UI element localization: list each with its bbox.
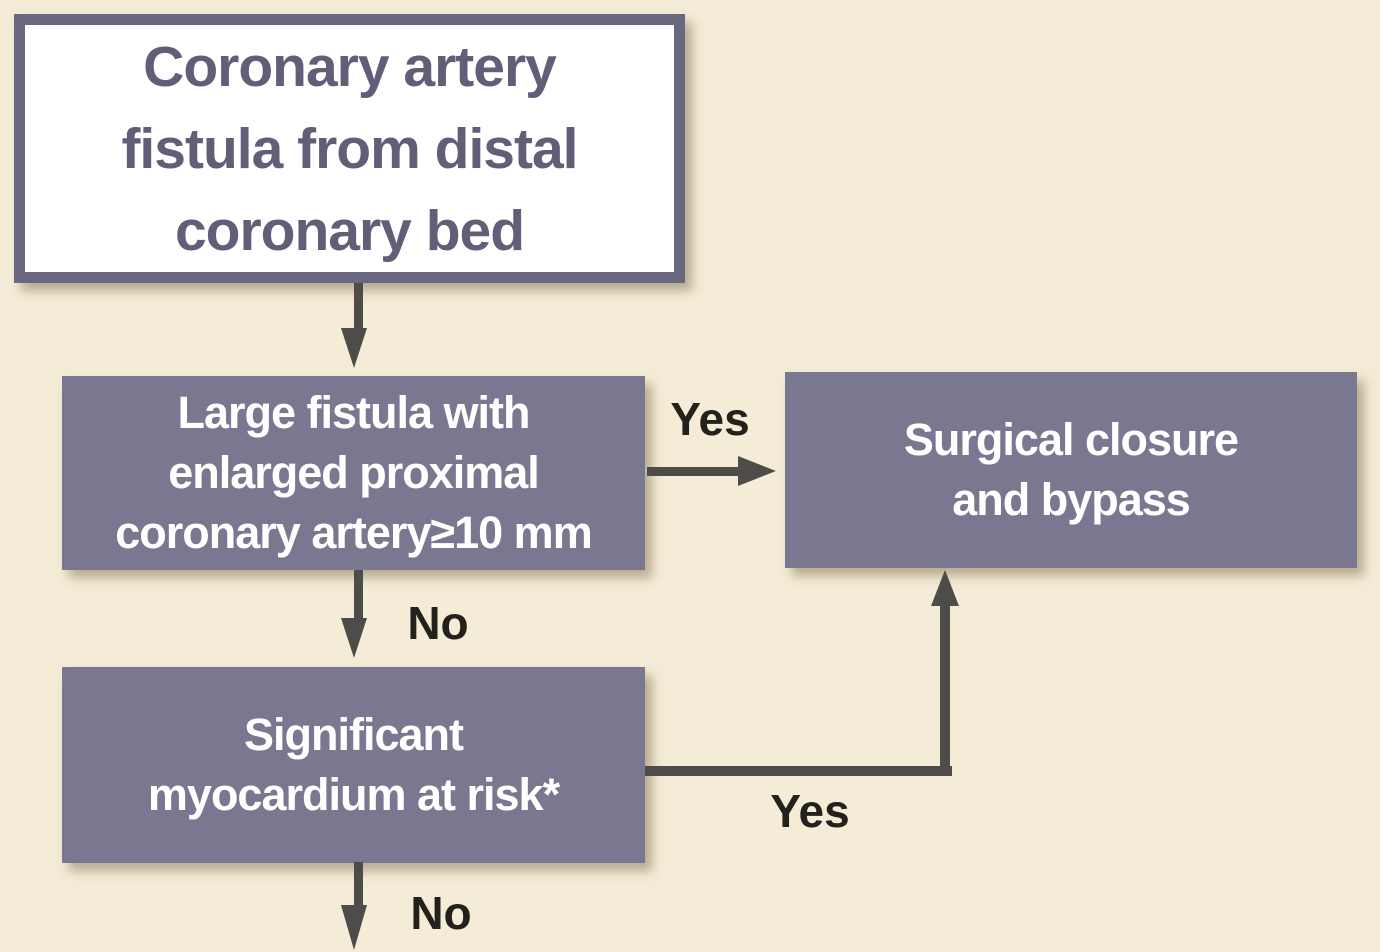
arrow-myocardium-no-shaft xyxy=(354,862,363,907)
edge-label-fistula-no: No xyxy=(407,597,469,649)
arrow-myocardium-to-surgical-horizontal xyxy=(645,766,952,776)
decision-node-myocardium-risk: Significant myocardium at risk* xyxy=(62,667,645,863)
decision-node-text-line: myocardium at risk* xyxy=(147,769,560,820)
edge-label-myocardium-yes: Yes xyxy=(770,785,850,837)
arrow-down-icon xyxy=(341,905,367,950)
decision-node-text-line: Large fistula with xyxy=(177,387,530,438)
outcome-node-text-line: Surgical closure xyxy=(903,414,1239,465)
arrow-right-icon xyxy=(738,456,776,486)
decision-node-text-line: coronary artery≥10 mm xyxy=(115,507,592,558)
arrow-myocardium-to-surgical-vertical xyxy=(940,602,950,776)
arrow-fistula-to-myocardium-shaft xyxy=(354,570,363,620)
arrow-down-icon xyxy=(341,618,367,658)
arrow-start-to-fistula-shaft xyxy=(354,283,363,330)
start-node-text-line: coronary bed xyxy=(174,198,525,263)
edge-label-myocardium-no: No xyxy=(410,887,472,939)
decision-node-large-fistula: Large fistula with enlarged proximal cor… xyxy=(62,376,645,570)
decision-node-text-line: enlarged proximal xyxy=(168,447,540,498)
arrow-down-icon xyxy=(341,328,367,368)
arrow-up-icon xyxy=(931,570,959,606)
outcome-node-surgical-closure: Surgical closure and bypass xyxy=(785,372,1357,568)
outcome-node-text-line: and bypass xyxy=(952,474,1191,525)
decision-node-text-line: Significant xyxy=(243,709,464,760)
start-node-text-line: Coronary artery xyxy=(143,34,557,99)
edge-label-fistula-yes: Yes xyxy=(670,393,750,445)
start-node-coronary-fistula: Coronary artery fistula from distal coro… xyxy=(14,14,685,283)
start-node-text-line: fistula from distal xyxy=(121,116,578,181)
arrow-fistula-to-surgical-shaft xyxy=(647,467,740,476)
